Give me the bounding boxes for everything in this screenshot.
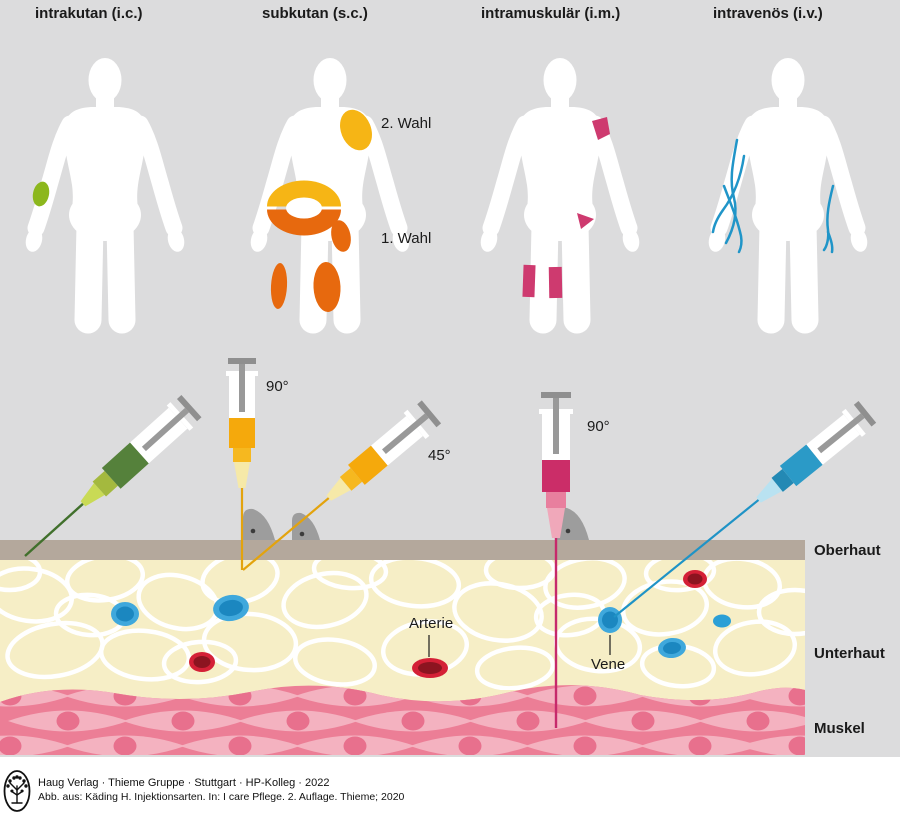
skin-fold — [292, 512, 320, 540]
injection-sites-subcutan — [267, 109, 372, 312]
fat-lobule-mesh — [0, 558, 805, 690]
artery-label: Arterie — [409, 615, 454, 632]
artery-labeled — [412, 658, 448, 678]
layer-label-oberhaut: Oberhaut — [814, 542, 881, 559]
thieme-tree-logo-icon — [3, 770, 31, 812]
skin-folds — [243, 507, 589, 540]
section-title-intramuskulaer: intramuskulär (i.m.) — [481, 5, 621, 22]
muscle-cells — [0, 685, 805, 755]
vein — [213, 594, 249, 622]
artery — [189, 652, 215, 672]
vein-labeled — [598, 607, 622, 633]
vein — [658, 637, 686, 659]
syringe-intramuscular — [539, 392, 573, 728]
label-second-choice: 2. Wahl — [381, 115, 432, 132]
section-title-intrakutan: intrakutan (i.c.) — [35, 5, 143, 22]
angle-label-sc-45: 45° — [428, 447, 451, 464]
section-title-intravenoes: intravenös (i.v.) — [713, 5, 823, 22]
label-first-choice: 1. Wahl — [381, 230, 432, 247]
credit-line-1: Haug Verlag · Thieme Gruppe · Stuttgart … — [38, 777, 330, 789]
angle-label-im-90: 90° — [587, 418, 610, 435]
blood-vessels — [111, 570, 731, 678]
syringe-subcutan-45 — [242, 400, 442, 571]
epidermis-layer — [0, 540, 805, 560]
vein-label: Vene — [591, 656, 626, 673]
credit-line-2: Abb. aus: Käding H. Injektionsarten. In:… — [38, 791, 405, 803]
artery — [683, 570, 707, 588]
layer-label-muskel: Muskel — [814, 720, 865, 737]
vein — [111, 602, 139, 626]
skin-fold — [557, 507, 589, 540]
section-title-subkutan: subkutan (s.c.) — [262, 5, 368, 22]
callout-lines — [428, 635, 611, 657]
vein-markings-intravenous — [711, 138, 835, 254]
skin-fold — [243, 508, 275, 540]
layer-label-unterhaut: Unterhaut — [814, 645, 885, 662]
syringe-intravenous — [613, 400, 877, 618]
syringe-intracutan — [24, 394, 202, 557]
syringe-subcutan-90 — [226, 358, 258, 570]
angle-label-sc-90: 90° — [266, 378, 289, 395]
injection-site-intracutan — [32, 181, 50, 207]
vein — [713, 614, 731, 628]
injection-sites-intramuscular — [522, 117, 610, 299]
